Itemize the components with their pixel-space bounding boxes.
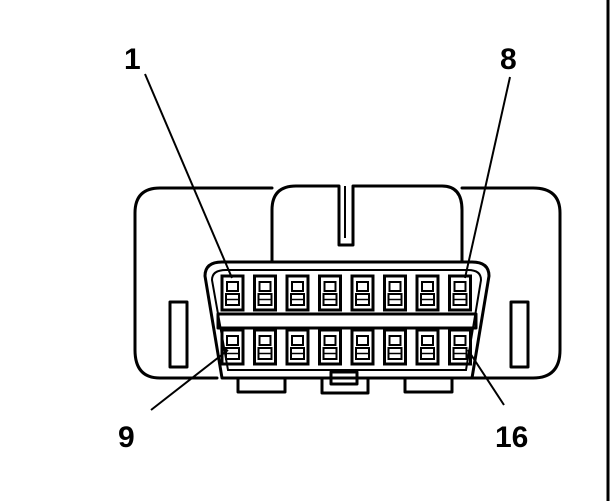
bottom-key-notch [329,370,359,386]
pin-10 [253,328,277,366]
row-divider [216,312,478,330]
bottom-lug-left [236,376,287,394]
pin-7 [415,274,440,312]
top-latch [270,184,464,264]
pin-label-8: 8 [500,43,517,76]
pin-1 [220,274,245,312]
pin-14 [383,328,407,366]
left-housing-tab [133,186,274,380]
right-housing-tab [460,186,562,380]
left-slot-indicator [168,300,189,369]
leader-line-1 [144,73,233,279]
connector-shell [203,260,491,380]
pin-11 [285,328,310,366]
pin-2 [253,274,277,312]
pin-row-top [220,274,472,312]
pin-5 [350,274,375,312]
pin-9 [220,328,245,366]
pin-label-9: 9 [118,421,135,454]
bottom-key [320,376,370,395]
pin-8 [448,274,472,312]
pin-13 [350,328,375,366]
leader-line-8 [464,76,511,279]
pin-label-1: 1 [124,43,141,76]
pin-row-bottom [220,328,472,366]
pin-4 [318,274,342,312]
pin-12 [318,328,342,366]
pin-3 [285,274,310,312]
right-slot-indicator [509,300,530,369]
pin-16 [448,328,472,366]
connector-shell-inner [210,269,483,371]
bottom-lug-right [403,376,454,394]
pin-label-16: 16 [495,421,528,454]
pin-6 [383,274,407,312]
leader-line-16 [467,349,505,406]
leader-line-9 [150,349,229,411]
pin-15 [415,328,440,366]
